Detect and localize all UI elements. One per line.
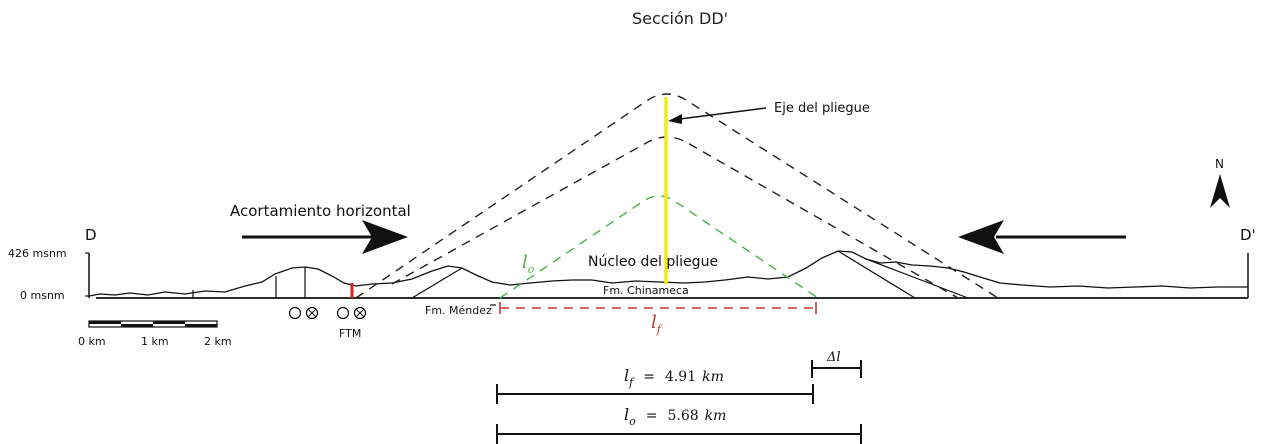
scale-label-0: 0 km (78, 335, 106, 348)
elevation-label-top: 426 msnm (8, 247, 67, 260)
fold-axis-pointer-head (668, 114, 682, 124)
fault-out-of-page-icon-2 (336, 306, 350, 320)
fold-core-label: Núcleo del pliegue (588, 254, 718, 270)
fold-axis-label: Eje del pliegue (774, 101, 870, 116)
north-label: N (1215, 157, 1224, 171)
formation-chinameca: Fm. Chinameca (603, 284, 689, 297)
scale-label-2: 2 km (204, 335, 232, 348)
north-arrow-icon (1210, 174, 1230, 208)
formation-mendez: Fm. Méndez (425, 304, 492, 317)
fold-core-outline (499, 195, 819, 299)
diagram-title: Sección DD' (632, 9, 728, 28)
end-label-left: D (85, 226, 97, 244)
lo-core-label: lo (522, 252, 535, 276)
fold-axis-pointer (671, 107, 767, 121)
fold-outline-inner (391, 136, 959, 299)
fold-outline-outer (355, 93, 999, 299)
end-label-right: D' (1240, 226, 1256, 244)
right-limb-contact-2 (865, 258, 969, 299)
lf-red-label: lf (651, 312, 663, 336)
fault-into-page-cross-d (355, 308, 365, 318)
fault-out-of-page-icon (288, 306, 302, 320)
elevation-label-base: 0 msnm (20, 289, 65, 302)
left-limb-contact (411, 267, 463, 299)
scale-label-1: 1 km (141, 335, 169, 348)
shortening-arrow-right-head (958, 220, 1004, 254)
fault-label: FTM (339, 327, 361, 340)
right-limb-contact-1 (837, 250, 916, 299)
delta-label: Δl (826, 350, 841, 365)
topographic-profile (88, 250, 1248, 297)
fault-into-page-icon (305, 306, 319, 320)
fault-into-page-cross-b (307, 308, 317, 318)
scale-bar (88, 320, 218, 328)
shortening-arrow-left-head (362, 220, 408, 254)
shortening-label: Acortamiento horizontal (230, 202, 411, 220)
fault-into-page-icon-2 (353, 306, 367, 320)
